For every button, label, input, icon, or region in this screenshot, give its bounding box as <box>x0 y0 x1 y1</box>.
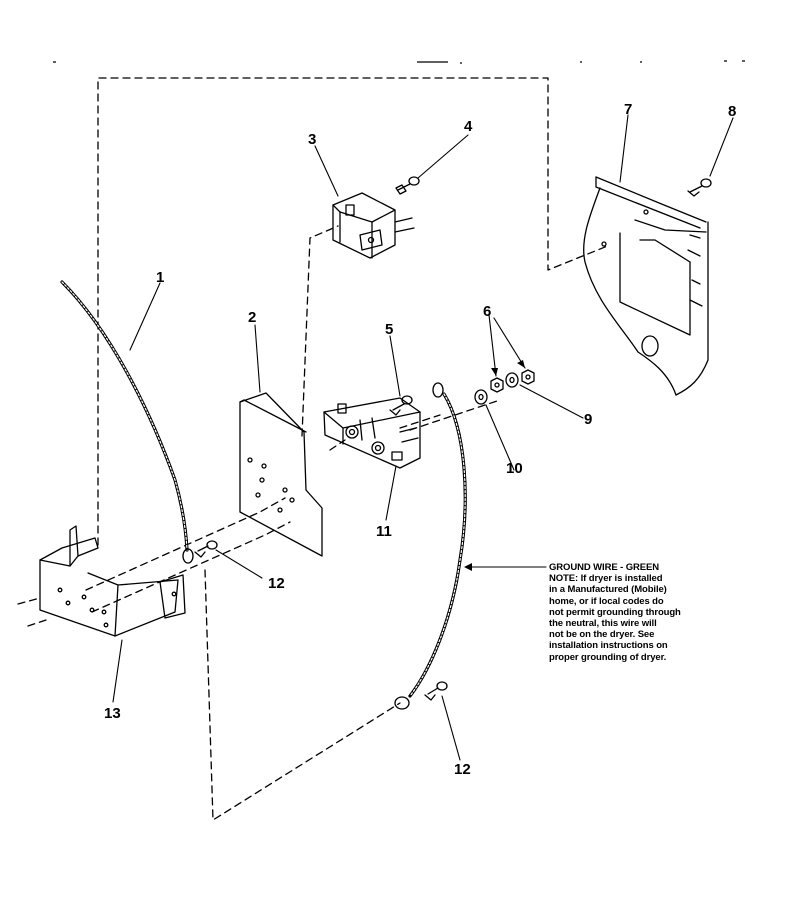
note-line: NOTE: If dryer is installed <box>549 573 663 585</box>
note-line: installation instructions on <box>549 640 668 652</box>
ground-wire <box>394 382 467 710</box>
callout-10: 10 <box>506 460 523 477</box>
note-line: in a Manufactured (Mobile) <box>549 584 667 596</box>
callout-12-lower: 12 <box>454 761 471 778</box>
leader-lines <box>112 114 734 761</box>
arrowheads <box>464 360 525 571</box>
part-13-bracket <box>39 525 186 637</box>
callout-5: 5 <box>385 321 394 338</box>
note-heading: GROUND WIRE - GREEN <box>549 562 659 573</box>
note-line: not be on the dryer. See <box>549 629 655 641</box>
callout-13: 13 <box>104 705 121 722</box>
callout-11: 11 <box>376 523 392 540</box>
callout-8: 8 <box>728 103 737 120</box>
scan-specks <box>53 60 745 64</box>
part-11-terminal-block <box>323 397 421 469</box>
callout-6: 6 <box>483 303 492 320</box>
callout-12-upper: 12 <box>268 575 285 592</box>
callout-4: 4 <box>464 118 473 135</box>
part-4-screw <box>395 176 420 195</box>
part-3-terminal-block <box>332 192 415 259</box>
part-10-washer <box>474 389 488 405</box>
ground-wire-note: GROUND WIRE - GREEN NOTE: If dryer is in… <box>549 562 729 663</box>
note-line: proper grounding of dryer. <box>549 651 667 663</box>
part-12-screw-upper <box>194 540 218 558</box>
callout-7: 7 <box>624 101 633 118</box>
part-8-screw <box>687 178 712 197</box>
callout-9: 9 <box>584 411 593 428</box>
part-2-plate <box>239 392 323 557</box>
note-line: home, or if local codes do <box>549 595 664 607</box>
part-7-cabinet-panel <box>583 176 709 396</box>
part-6-nuts <box>490 369 535 393</box>
callout-2: 2 <box>248 309 257 326</box>
callout-3: 3 <box>308 131 317 148</box>
note-line: not permit grounding through <box>549 606 681 618</box>
callout-1: 1 <box>156 269 165 286</box>
part-9-washer <box>505 372 519 388</box>
part-1-wire <box>60 280 194 564</box>
part-12-screw-lower <box>424 681 448 701</box>
note-line: the neutral, this wire will <box>549 618 657 630</box>
